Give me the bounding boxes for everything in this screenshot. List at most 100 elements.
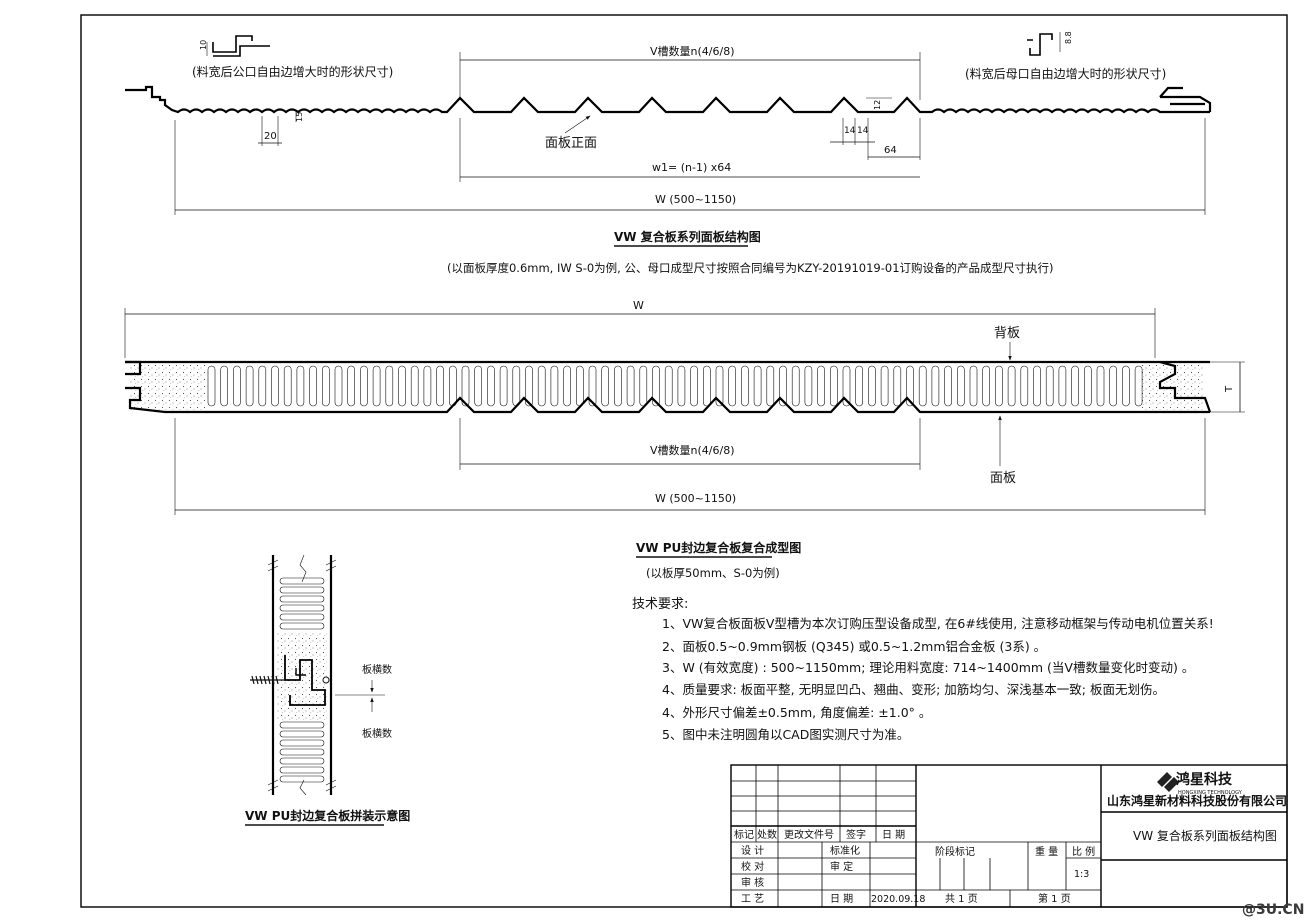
core-slot (283, 365, 292, 407)
diagram-1-note: (以面板厚度0.6mm, IW S-0为例, 公、母口成型尺寸按照合同编号为KZ… (447, 261, 1054, 275)
core-slot (347, 365, 356, 407)
width-range: W (500~1150) (655, 193, 736, 206)
dim-14-b: 14 (857, 126, 869, 136)
core-slot (385, 365, 394, 407)
core-slot (791, 365, 800, 407)
core-slot (918, 365, 927, 407)
core-slot (279, 775, 325, 783)
core-slot (626, 365, 635, 407)
core-slot (969, 365, 978, 407)
core-slot (1020, 365, 1029, 407)
tb-page-no: 第 1 页 (1038, 892, 1071, 905)
core-slot (588, 365, 597, 407)
tb-stage: 阶段标记 (935, 845, 975, 858)
tb-weight: 重 量 (1035, 845, 1058, 858)
dim-64: 64 (884, 145, 897, 156)
diagram-1-title: VW 复合板系列面板结构图 (614, 229, 761, 244)
company-logo: 鸿星科技 HONGXING TECHNOLOGY (1157, 771, 1243, 796)
core-slot (563, 365, 571, 407)
core-slot (258, 365, 267, 407)
tech-item-2: 2、面板0.5~0.9mm钢板 (Q345) 或0.5~1.2mm铝合金板 (3… (662, 639, 1046, 654)
core-slot (1007, 365, 1016, 407)
core-slot (271, 365, 279, 407)
core-slot (461, 365, 470, 407)
core-slot (410, 365, 419, 407)
core-slot (279, 721, 325, 729)
dim-14-a: 14 (844, 126, 856, 136)
core-slot (956, 365, 965, 407)
core-slot (537, 365, 546, 407)
core-slot (779, 365, 787, 407)
core-slot (279, 622, 325, 630)
tb-total-pages: 共 1 页 (945, 893, 978, 905)
core-slot (309, 365, 317, 407)
core-slot (360, 365, 368, 407)
tb-count: 处数 (757, 828, 777, 841)
core-slot (1134, 365, 1143, 407)
drawing-title: VW 复合板系列面板结构图 (1133, 828, 1277, 843)
core-slot (842, 365, 851, 407)
core-slot (880, 365, 889, 407)
core-slot (525, 365, 533, 407)
note-male-edge: (料宽后公口自由边增大时的形状尺寸) (192, 64, 393, 79)
core-slot (279, 766, 325, 774)
tb-design: 设 计 (741, 844, 764, 857)
core-slot (944, 365, 952, 407)
tb-review: 审 核 (741, 876, 764, 889)
dim-8-8: 8.8 (1064, 31, 1073, 44)
tb-process: 工 艺 (741, 893, 764, 905)
drawing-frame (80, 14, 1288, 908)
assembly-label-bottom: 板横数 (362, 727, 392, 740)
core-slot (614, 365, 622, 407)
back-sheet-label: 背板 (994, 326, 1020, 341)
tb-mark: 标记 (734, 829, 754, 841)
core-slot (906, 365, 914, 407)
core-slot (702, 365, 711, 407)
vgroove-count-label: V槽数量n(4/6/8) (650, 45, 735, 58)
core-slot (741, 365, 749, 407)
tech-item-4: 4、质量要求: 板面平整, 无明显凹凸、翘曲、变形; 加筋均匀、深浅基本一致; … (662, 682, 1165, 697)
core-slot (715, 365, 724, 407)
diagram-2-note: (以板厚50mm、S-0为例) (646, 566, 780, 580)
diagram-1-panel-profile: 10 (料宽后公口自由边增大时的形状尺寸) 8.8 (料宽后母口自由边增大时的形… (125, 31, 1212, 275)
diagram-3-assembly: 板横数 板横数 VW PU封边复合板拼装示意图 (245, 554, 410, 826)
core-slot (279, 757, 325, 765)
core-slot (728, 365, 737, 407)
w1-formula: w1= (n-1) x64 (652, 161, 731, 174)
core-slot (279, 604, 325, 612)
core-slot (499, 365, 508, 407)
core-slot (1058, 365, 1067, 407)
dim-20: 20 (264, 131, 277, 142)
tb-approve: 审 定 (830, 860, 853, 873)
thickness-label: T (1224, 385, 1235, 393)
tb-check: 校 对 (741, 860, 764, 873)
tb-scale: 比 例 (1072, 845, 1095, 858)
core-slot (296, 365, 305, 407)
core-slot (804, 365, 813, 407)
core-slot (817, 365, 825, 407)
core-slot (652, 365, 660, 407)
assembly-label-top: 板横数 (362, 663, 392, 676)
core-slot (982, 365, 991, 407)
core-slot (220, 365, 228, 407)
watermark: @3U.CN (1242, 902, 1304, 918)
core-slot (1096, 365, 1105, 407)
core-slot (931, 365, 940, 407)
panel-profile-line (125, 85, 1210, 114)
dim-10: 10 (199, 40, 208, 50)
diagram-3-title: VW PU封边复合板拼装示意图 (245, 808, 410, 823)
tb-date: 日 期 (882, 829, 905, 841)
detail-female-edge: 8.8 (1027, 31, 1073, 56)
width-range-2: W (500~1150) (655, 492, 736, 505)
core-slot (279, 595, 325, 603)
logo-mark-icon (1157, 772, 1179, 792)
core-slot (279, 586, 325, 594)
logo-subtext: HONGXING TECHNOLOGY (1178, 790, 1243, 796)
tb-date-value: 2020.09.18 (871, 894, 925, 905)
tb-scale-value: 1:3 (1074, 869, 1089, 880)
core-slot (279, 577, 325, 585)
tech-item-3: 3、W (有效宽度) : 500~1150mm; 理论用料宽度: 714~140… (662, 660, 1194, 675)
core-slot (1122, 365, 1130, 407)
foam-slots (207, 365, 1143, 407)
